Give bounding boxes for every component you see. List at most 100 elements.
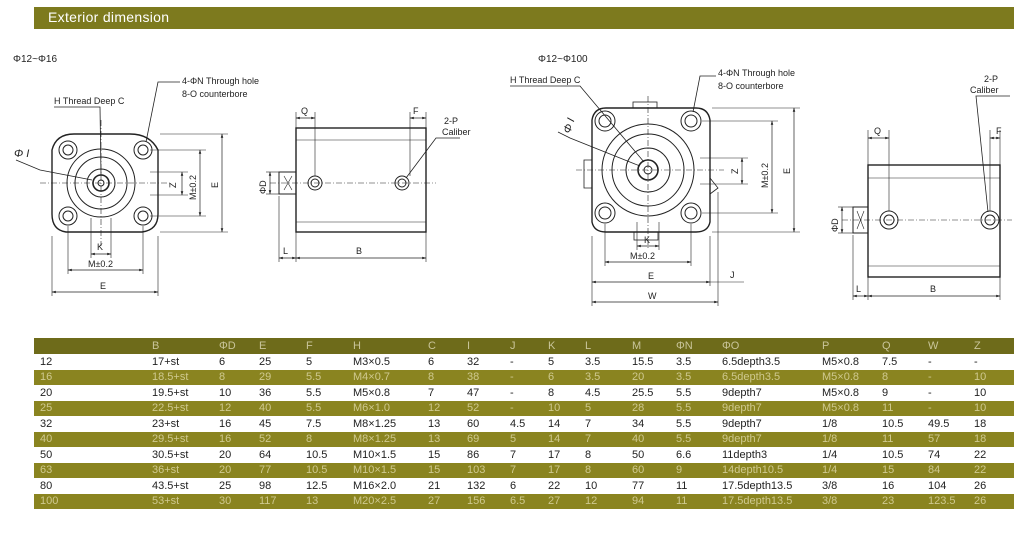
table-cell: 30 [213, 493, 253, 509]
table-cell: 10.5 [300, 462, 347, 478]
table-cell: 14depth10.5 [716, 462, 816, 478]
right-w-label: W [648, 291, 657, 301]
table-cell: 123.5 [922, 493, 968, 509]
table-cell: 12 [422, 400, 461, 416]
table-cell: 18 [968, 416, 1014, 432]
table-cell: 11 [876, 431, 922, 447]
right-f-label: F [996, 126, 1002, 136]
left-front-view [15, 81, 228, 296]
table-cell: - [968, 354, 1014, 370]
table-cell: 3.5 [670, 369, 716, 385]
table-cell: 8 [579, 462, 626, 478]
table-cell: 11depth3 [716, 447, 816, 463]
table-cell: 52 [253, 431, 300, 447]
table-cell: 47 [461, 385, 504, 401]
table-cell: 10 [213, 385, 253, 401]
table-cell: M4×0.7 [347, 369, 422, 385]
section-title: Exterior dimension [48, 9, 170, 25]
table-cell: 15 [422, 447, 461, 463]
table-cell: - [922, 385, 968, 401]
table-cell: 10 [579, 478, 626, 494]
table-cell: 4.5 [579, 385, 626, 401]
table-cell: 6 [213, 354, 253, 370]
table-cell: 12 [213, 400, 253, 416]
section-title-bar: Exterior dimension [34, 7, 1014, 29]
table-cell: M10×1.5 [347, 462, 422, 478]
table-cell: 5 [300, 354, 347, 370]
table-cell: 45 [253, 416, 300, 432]
table-cell: 16 [876, 478, 922, 494]
table-cell: 156 [461, 493, 504, 509]
table-cell: 6.5depth3.5 [716, 354, 816, 370]
table-cell: - [504, 400, 542, 416]
right-m-horizontal-label: M±0.2 [630, 251, 655, 261]
bore-size-cell: 80 [34, 478, 146, 494]
table-cell: 103 [461, 462, 504, 478]
table-header-cell: ΦO [716, 338, 816, 354]
left-thread-label: H Thread Deep C [54, 96, 125, 106]
table-cell: 84 [922, 462, 968, 478]
table-cell: 15.5 [626, 354, 670, 370]
table-cell: 43.5+st [146, 478, 213, 494]
table-header-row: B ΦD E F H C I J K L M ΦN ΦO P Q W Z [34, 338, 1014, 354]
table-cell: M5×0.8 [347, 385, 422, 401]
table-cell: 57 [922, 431, 968, 447]
table-cell: - [504, 354, 542, 370]
table-cell: 18 [968, 431, 1014, 447]
left-counterbore-label: 8-O counterbore [182, 89, 248, 99]
table-cell: 1/4 [816, 447, 876, 463]
table-cell: 49.5 [922, 416, 968, 432]
table-cell: 12.5 [300, 478, 347, 494]
table-header-cell: I [461, 338, 504, 354]
right-side-view [838, 95, 1012, 300]
table-cell: M5×0.8 [816, 369, 876, 385]
table-cell: 9depth7 [716, 416, 816, 432]
table-cell: 36+st [146, 462, 213, 478]
table-cell: 38 [461, 369, 504, 385]
table-cell: 7 [504, 447, 542, 463]
table-cell: 20 [213, 462, 253, 478]
left-phi-d-label: ΦD [258, 180, 268, 194]
table-cell: 25 [213, 478, 253, 494]
bore-size-cell: 100 [34, 493, 146, 509]
table-header-cell: ΦD [213, 338, 253, 354]
table-cell: 7 [504, 462, 542, 478]
right-k-label: K [644, 235, 650, 245]
table-cell: 28 [626, 400, 670, 416]
table-cell: 5.5 [670, 385, 716, 401]
table-cell: 9depth7 [716, 431, 816, 447]
table-cell: M5×0.8 [816, 400, 876, 416]
table-cell: 20 [213, 447, 253, 463]
right-front-labels: 4-ΦN Through hole 8-O counterbore H Thre… [510, 68, 795, 301]
table-cell: 18.5+st [146, 369, 213, 385]
table-cell: 10 [542, 400, 579, 416]
right-e-horizontal-label: E [648, 271, 654, 281]
left-port-label: 2-P [444, 116, 458, 126]
table-cell: 8 [213, 369, 253, 385]
table-cell: 10 [968, 369, 1014, 385]
table-cell: 9 [670, 462, 716, 478]
table-header-cell: H [347, 338, 422, 354]
left-z-label: Z [168, 182, 178, 188]
right-caliber-label: Caliber [970, 85, 999, 95]
technical-drawings: 4-ΦN Through hole 8-O counterbore H Thre… [14, 68, 1012, 306]
table-cell: 14 [542, 416, 579, 432]
table-cell: 26 [968, 493, 1014, 509]
table-cell: 6 [422, 354, 461, 370]
table-cell: 17.5depth13.5 [716, 478, 816, 494]
table-header-cell: W [922, 338, 968, 354]
table-cell: 9depth7 [716, 400, 816, 416]
table-cell: 13 [422, 431, 461, 447]
table-cell: 20 [626, 369, 670, 385]
left-b-label: B [356, 246, 362, 256]
table-header-cell [34, 338, 146, 354]
table-cell: 8 [579, 447, 626, 463]
left-l-label: L [283, 246, 288, 256]
table-cell: 60 [626, 462, 670, 478]
table-header-cell: J [504, 338, 542, 354]
table-cell: 6 [542, 369, 579, 385]
table-cell: 22.5+st [146, 400, 213, 416]
table-cell: 1/8 [816, 431, 876, 447]
